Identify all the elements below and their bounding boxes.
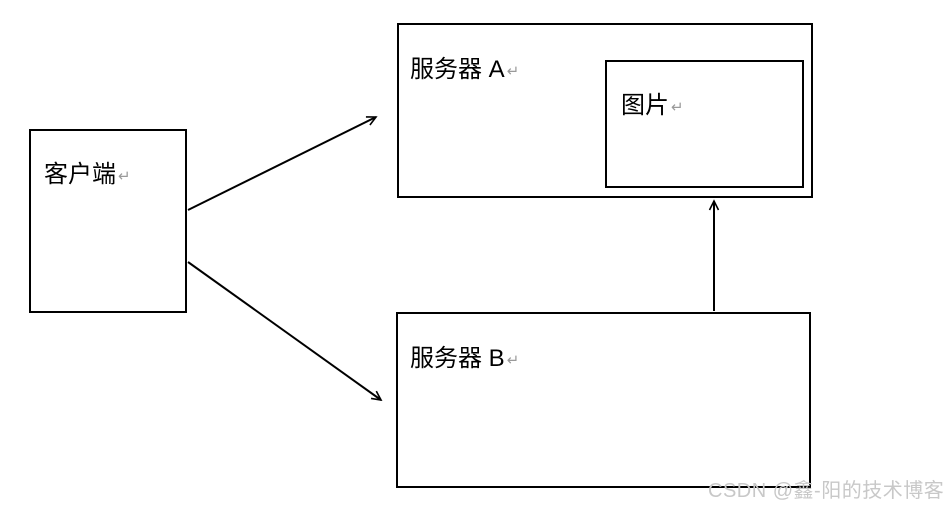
return-mark-icon: ↵ xyxy=(506,63,520,80)
client-label-text: 客户端 xyxy=(44,161,116,188)
image-box xyxy=(605,60,804,188)
image-label-text: 图片 xyxy=(621,92,669,119)
return-mark-icon: ↵ xyxy=(671,99,684,116)
server-b-label-text: 服务器 B xyxy=(410,345,505,372)
return-mark-icon: ↵ xyxy=(118,168,131,185)
server-b-label: 服务器 B↵ xyxy=(410,346,519,374)
server-b-box xyxy=(396,312,811,488)
csdn-watermark: CSDN @鑫-阳的技术博客 xyxy=(708,480,945,502)
arrow-client-to-server-b xyxy=(187,261,383,402)
return-mark-icon: ↵ xyxy=(506,352,520,369)
image-label: 图片↵ xyxy=(621,93,684,121)
client-box xyxy=(29,129,187,313)
client-label: 客户端↵ xyxy=(44,162,131,190)
server-a-label: 服务器 A↵ xyxy=(410,57,519,85)
arrow-client-to-server-a xyxy=(187,116,378,211)
server-a-label-text: 服务器 A xyxy=(410,56,505,83)
